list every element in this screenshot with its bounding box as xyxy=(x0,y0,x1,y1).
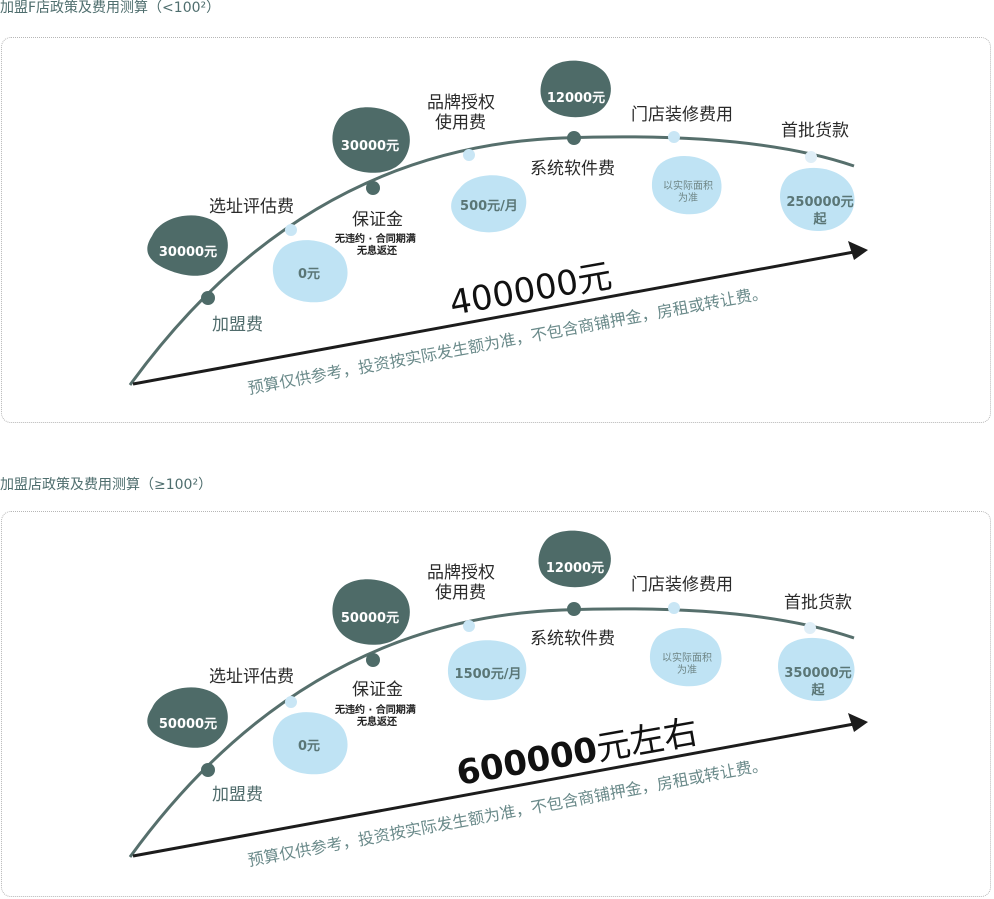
deposit-note-line2: 无息返还 xyxy=(356,244,398,257)
section-1-diagram: 30000元 0元 30000元 500元/月 12000元 以实际面积 为准 … xyxy=(128,60,868,398)
label-deposit: 保证金 xyxy=(352,210,403,230)
node-software xyxy=(567,131,581,145)
value-site: 0元 xyxy=(298,739,320,754)
node-brand xyxy=(463,149,475,161)
label-brand-line2: 使用费 xyxy=(435,112,486,133)
value-software: 12000元 xyxy=(546,561,604,576)
label-franchise: 加盟费 xyxy=(212,315,263,335)
value-decor-line2: 为准 xyxy=(677,664,697,676)
label-software: 系统软件费 xyxy=(530,629,615,649)
section-2-title: 加盟店政策及费用测算（≥100²） xyxy=(0,477,213,493)
value-goods-line1: 250000元 xyxy=(786,195,853,210)
blob-site xyxy=(272,240,348,303)
label-goods: 首批货款 xyxy=(784,593,852,613)
value-goods-line2: 起 xyxy=(812,211,827,227)
blob-site xyxy=(272,712,348,775)
value-goods-line2: 起 xyxy=(810,682,825,698)
value-deposit: 50000元 xyxy=(341,611,399,626)
total-unit: 元左右 xyxy=(593,712,700,769)
node-deposit xyxy=(366,181,380,195)
node-decor xyxy=(668,131,680,143)
section-1-title: 加盟F店政策及费用测算（<100²） xyxy=(0,0,221,16)
total-unit: 元 xyxy=(574,256,614,301)
section-1-panel: 30000元 0元 30000元 500元/月 12000元 以实际面积 为准 … xyxy=(1,37,991,423)
value-deposit: 30000元 xyxy=(341,139,399,154)
node-goods xyxy=(805,151,817,163)
value-decor-line1: 以实际面积 xyxy=(663,179,713,192)
blob-deposit xyxy=(332,107,410,173)
cost-curve xyxy=(128,607,855,858)
blob-brand xyxy=(447,640,527,701)
node-franchise xyxy=(201,763,215,777)
label-franchise: 加盟费 xyxy=(212,785,263,805)
section-2-diagram: 50000元 0元 50000元 1500元/月 12000元 以实际面积 为准… xyxy=(128,530,868,870)
blob-goods xyxy=(780,167,855,232)
cost-curve xyxy=(128,135,855,386)
label-site: 选址评估费 xyxy=(209,197,294,217)
total-arrow-head xyxy=(848,713,868,732)
label-decor: 门店装修费用 xyxy=(631,575,733,595)
value-brand: 1500元/月 xyxy=(455,667,522,682)
total-arrow-line xyxy=(132,250,855,386)
value-franchise: 50000元 xyxy=(159,717,217,732)
blob-brand xyxy=(451,175,527,233)
value-decor-line1: 以实际面积 xyxy=(662,651,712,664)
value-site: 0元 xyxy=(298,267,320,282)
deposit-note-line1: 无违约 · 合同期满 xyxy=(334,232,416,245)
blob-decor xyxy=(651,155,722,215)
blob-software xyxy=(540,60,611,118)
node-software xyxy=(567,602,581,616)
blob-franchise xyxy=(147,215,228,276)
deposit-note-line2: 无息返还 xyxy=(356,715,398,728)
label-goods: 首批货款 xyxy=(781,121,849,141)
value-goods-line1: 350000元 xyxy=(784,666,851,681)
blob-franchise xyxy=(147,687,228,748)
node-site xyxy=(285,224,297,236)
label-decor: 门店装修费用 xyxy=(631,105,733,125)
blob-decor xyxy=(649,627,722,687)
node-site xyxy=(285,696,297,708)
label-site: 选址评估费 xyxy=(209,667,294,687)
deposit-note-line1: 无违约 · 合同期满 xyxy=(334,703,416,716)
total-arrow-head xyxy=(848,241,868,260)
total-arrow-line xyxy=(132,722,855,858)
blob-software xyxy=(538,530,611,588)
value-brand: 500元/月 xyxy=(460,199,518,214)
section-2-panel: 50000元 0元 50000元 1500元/月 12000元 以实际面积 为准… xyxy=(1,511,991,897)
value-decor-line2: 为准 xyxy=(678,192,698,204)
label-brand-line1: 品牌授权 xyxy=(427,93,495,113)
node-brand xyxy=(463,620,475,632)
node-franchise xyxy=(201,291,215,305)
blob-goods xyxy=(778,637,855,702)
value-franchise: 30000元 xyxy=(159,245,217,260)
label-software: 系统软件费 xyxy=(530,159,615,179)
value-software: 12000元 xyxy=(547,91,605,106)
label-deposit: 保证金 xyxy=(352,680,403,700)
total-amount: 400000元 xyxy=(447,256,615,324)
node-decor xyxy=(668,602,680,614)
blob-deposit xyxy=(332,579,410,645)
label-brand-line2: 使用费 xyxy=(435,582,486,603)
node-goods xyxy=(804,622,816,634)
label-brand-line1: 品牌授权 xyxy=(427,563,495,583)
node-deposit xyxy=(366,653,380,667)
